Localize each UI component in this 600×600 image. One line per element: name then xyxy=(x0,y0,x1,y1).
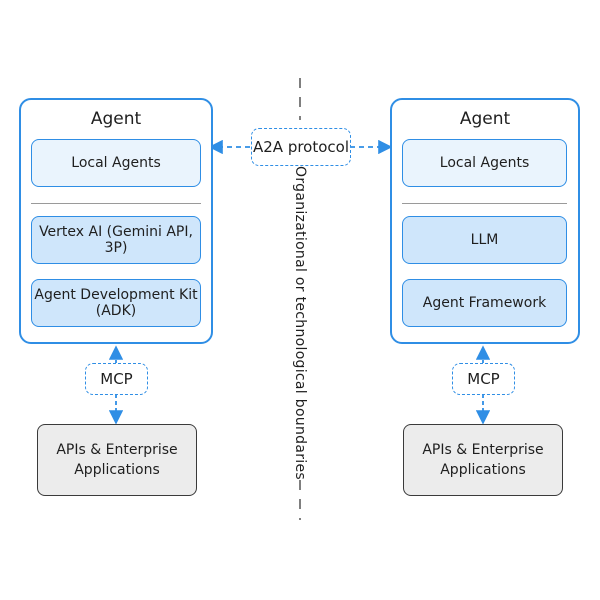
right-llm-box: LLM xyxy=(402,216,567,264)
left-api-line1: APIs & Enterprise xyxy=(56,442,178,458)
left-local-agents-box: Local Agents xyxy=(31,139,201,187)
boundary-label-wrap: Organizational or technological boundari… xyxy=(150,166,450,480)
boundary-label: Organizational or technological boundari… xyxy=(292,166,308,480)
left-adk-box: Agent Development Kit (ADK) xyxy=(31,279,201,327)
left-divider xyxy=(31,203,201,204)
left-api-line2: Applications xyxy=(74,462,160,478)
left-vertex-ai-box: Vertex AI (Gemini API, 3P) xyxy=(31,216,201,264)
right-api-line1: APIs & Enterprise xyxy=(422,442,544,458)
right-mcp-box: MCP xyxy=(452,363,515,395)
a2a-protocol-box: A2A protocol xyxy=(251,128,351,166)
right-api-box: APIs & Enterprise Applications xyxy=(403,424,563,496)
right-agent-framework-box: Agent Framework xyxy=(402,279,567,327)
left-mcp-box: MCP xyxy=(85,363,148,395)
right-local-agents-box: Local Agents xyxy=(402,139,567,187)
right-divider xyxy=(402,203,567,204)
right-api-line2: Applications xyxy=(440,462,526,478)
right-agent-title: Agent xyxy=(459,109,511,129)
left-api-box: APIs & Enterprise Applications xyxy=(37,424,197,496)
left-agent-title: Agent xyxy=(90,109,142,129)
